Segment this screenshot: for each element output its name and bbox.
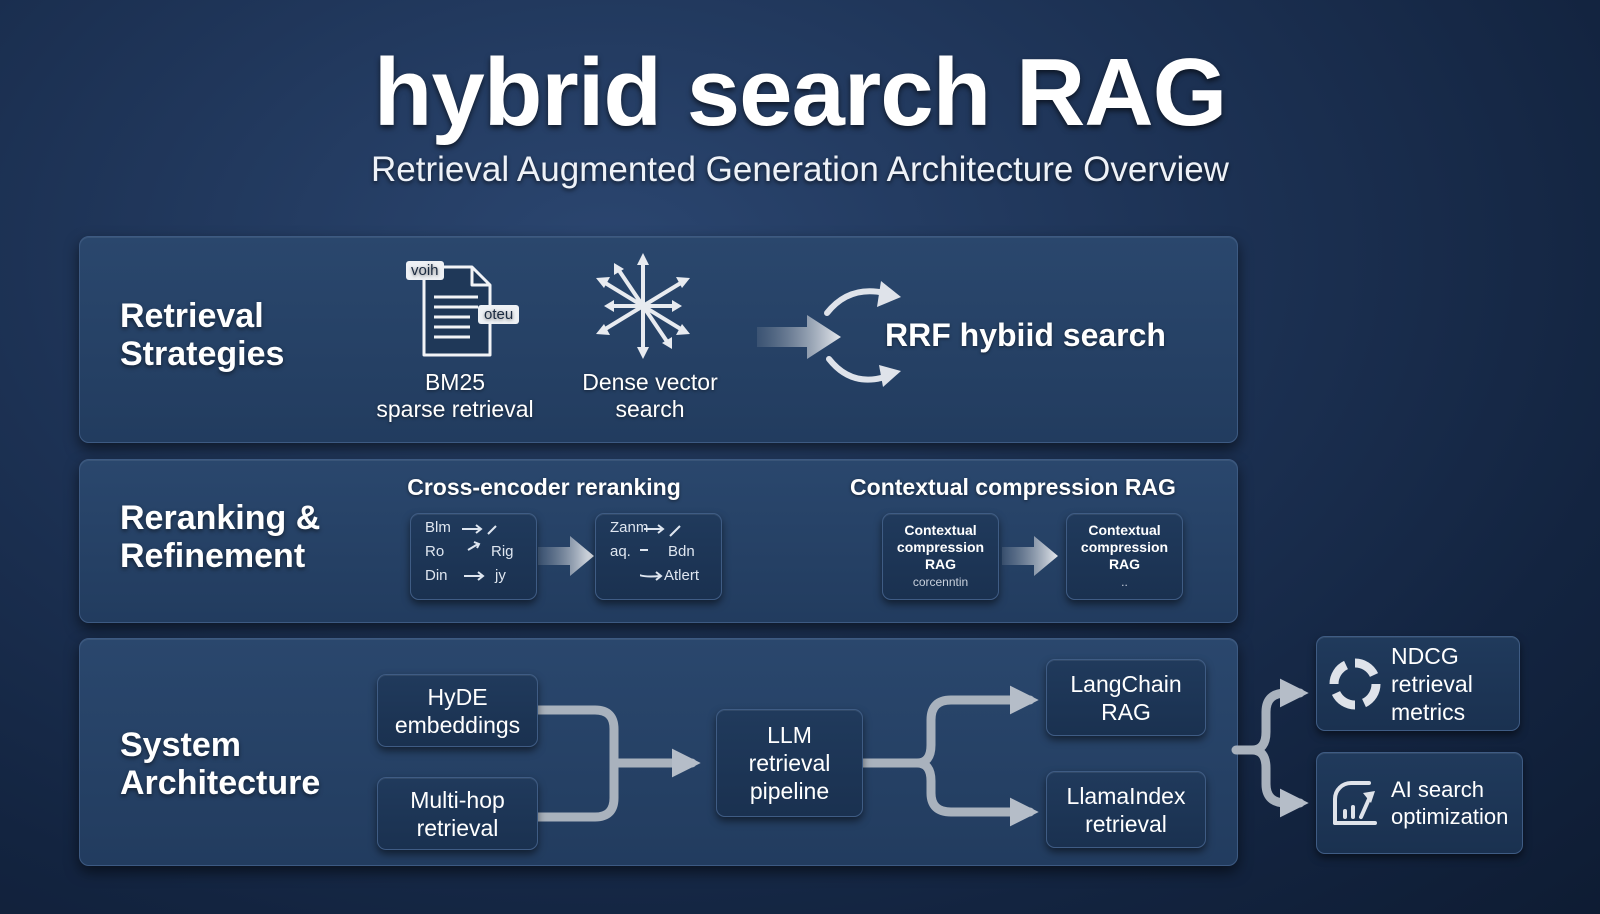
reranking-label: Reranking & Refinement xyxy=(120,499,321,575)
vector-burst-icon xyxy=(596,253,690,359)
rerank-output-row2-left: aq. xyxy=(610,543,631,560)
langchain-rag-node: LangChain RAG xyxy=(1046,659,1206,736)
retrieval-strategies-panel: Retrieval Strategies voih oteu BM25 spar… xyxy=(79,236,1238,443)
retrieval-strategies-label: Retrieval Strategies xyxy=(120,297,285,373)
rerank-output-row3-right: Atlert xyxy=(664,567,700,584)
ai-search-label: AI search optimization xyxy=(1391,777,1509,829)
rerank-input-row3-right: jy xyxy=(495,567,506,584)
diagram-subtitle: Retrieval Augmented Generation Architect… xyxy=(371,150,1229,189)
doc-tag-bottom: oteu xyxy=(478,305,520,324)
bm25-label: BM25 sparse retrieval xyxy=(376,369,534,422)
rerank-output-row1-left: Zanm xyxy=(610,519,649,536)
gauge-chart-icon xyxy=(1333,781,1377,825)
rrf-hybrid-search-label: RRF hybiid search xyxy=(885,317,1166,353)
system-architecture-panel: System Architecture xyxy=(79,638,1238,866)
rerank-input-row3-left: Din xyxy=(425,567,448,584)
hyde-embeddings-node: HyDE embeddings xyxy=(377,674,538,747)
ai-search-optimization-node: AI search optimization xyxy=(1316,752,1523,854)
system-architecture-label: System Architecture xyxy=(120,726,321,802)
rerank-input-arrows xyxy=(462,524,497,581)
ndcg-label: NDCG retrieval metrics xyxy=(1391,642,1473,725)
cycle-arrows-icon xyxy=(824,281,901,387)
fusion-arrow-icon xyxy=(757,315,841,359)
ndcg-metrics-node: NDCG retrieval metrics xyxy=(1316,636,1520,731)
llm-retrieval-pipeline-node: LLM retrieval pipeline xyxy=(716,709,863,817)
rerank-input-row2-left: Ro xyxy=(425,543,445,560)
compression-box-input: Contextual compression RAG corcenntin xyxy=(882,513,999,600)
reranking-panel: Reranking & Refinement Cross-encoder rer… xyxy=(79,459,1238,623)
doc-tag-top: voih xyxy=(406,261,444,280)
rerank-input-row2-right: Rig xyxy=(491,543,514,560)
rerank-output-arrows xyxy=(640,524,681,581)
diagram-title: hybrid search RAG xyxy=(373,39,1228,146)
ring-chart-icon xyxy=(1329,657,1381,710)
rerank-output-row2-right: Bdn xyxy=(668,543,695,560)
compression-title: Contextual compression RAG xyxy=(850,474,1176,500)
rerank-input-row1-left: Blm xyxy=(425,519,451,536)
multi-hop-retrieval-node: Multi-hop retrieval xyxy=(377,777,538,850)
compression-flow-arrow xyxy=(1002,536,1058,576)
rerank-output-box xyxy=(595,513,722,600)
cross-encoder-title: Cross-encoder reranking xyxy=(407,474,681,500)
rerank-flow-arrow xyxy=(538,536,594,576)
compression-box-output: Contextual compression RAG .. xyxy=(1066,513,1183,600)
llamaindex-retrieval-node: LlamaIndex retrieval xyxy=(1046,771,1206,848)
rerank-input-box xyxy=(410,513,537,600)
dense-vector-label: Dense vector search xyxy=(582,369,718,422)
